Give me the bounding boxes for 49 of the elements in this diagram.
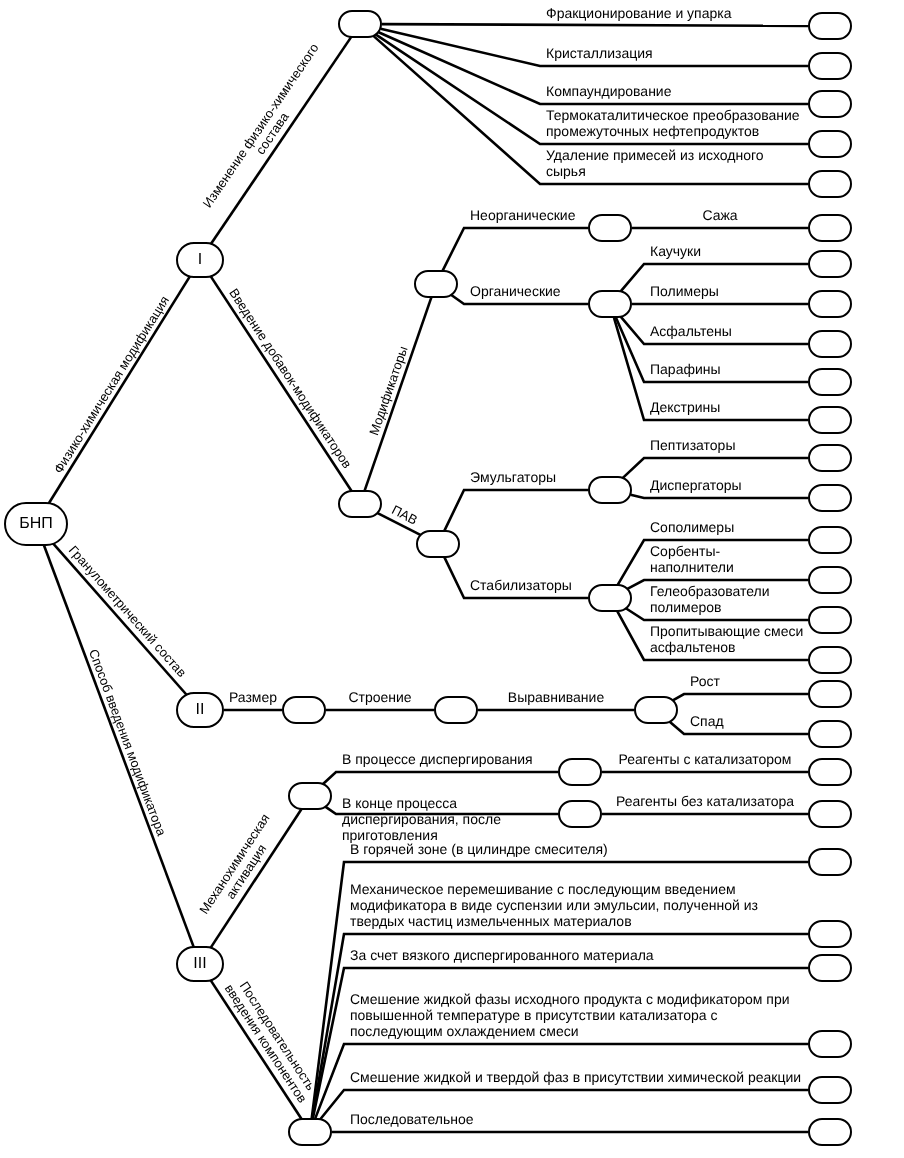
connector-line bbox=[443, 488, 588, 532]
connector-line bbox=[209, 808, 303, 949]
labeled-node: II bbox=[176, 692, 224, 728]
connector-line bbox=[363, 297, 433, 491]
connector-line bbox=[209, 275, 353, 492]
connector-line bbox=[443, 556, 588, 600]
labeled-node: БНП bbox=[4, 502, 68, 546]
connector-line bbox=[449, 293, 588, 306]
connector-line bbox=[51, 541, 188, 696]
connector-line bbox=[632, 302, 808, 306]
connector-line bbox=[671, 692, 808, 702]
connector-line bbox=[377, 30, 808, 106]
connector-line bbox=[441, 226, 588, 272]
connector-line bbox=[630, 493, 808, 500]
connector-line bbox=[614, 316, 808, 384]
connector-line bbox=[311, 932, 808, 1119]
connector-line bbox=[602, 770, 808, 774]
connector-line bbox=[319, 1088, 808, 1121]
connector-line bbox=[626, 578, 808, 591]
connector-line bbox=[624, 606, 808, 622]
connector-line bbox=[619, 262, 808, 293]
connector-line bbox=[224, 708, 282, 712]
connector-line bbox=[47, 275, 191, 505]
connector-line bbox=[42, 544, 195, 948]
connector-line bbox=[324, 805, 558, 816]
connector-line bbox=[478, 708, 634, 712]
connector-line bbox=[619, 315, 808, 346]
connector-line bbox=[209, 36, 353, 245]
connector-line bbox=[632, 226, 808, 230]
labeled-node: I bbox=[176, 242, 224, 278]
connector-line bbox=[332, 1130, 808, 1134]
connector-line bbox=[209, 979, 303, 1120]
connector-line bbox=[621, 456, 808, 480]
labeled-node: III bbox=[176, 946, 224, 982]
connector-line bbox=[602, 812, 808, 816]
connector-line bbox=[374, 33, 808, 146]
connector-line bbox=[371, 34, 808, 186]
connector-line bbox=[321, 770, 558, 786]
connector-line bbox=[326, 708, 434, 712]
connector-line bbox=[314, 1042, 808, 1119]
connector-line bbox=[380, 27, 808, 68]
connector-line bbox=[616, 610, 808, 662]
connector-line bbox=[310, 860, 808, 1119]
connector-line bbox=[668, 720, 808, 736]
connector-line bbox=[382, 22, 808, 28]
connector-line bbox=[616, 538, 808, 586]
connector-line bbox=[612, 317, 808, 422]
connector-line bbox=[311, 966, 808, 1119]
connector-line bbox=[376, 511, 422, 537]
